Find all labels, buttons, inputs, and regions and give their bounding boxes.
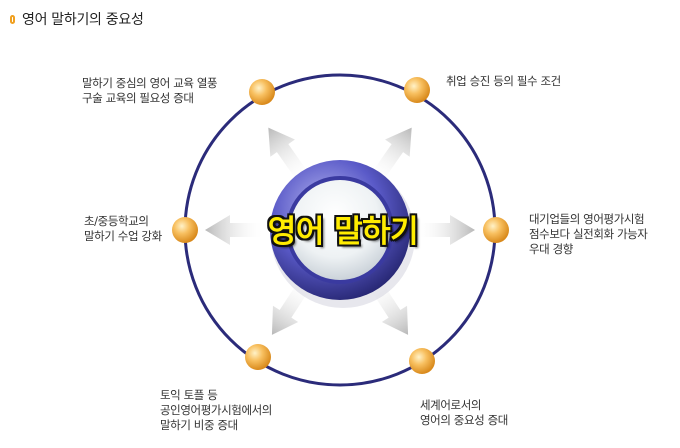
label-line: 말하기 수업 강화: [84, 229, 162, 243]
label-bottom-left: 토익 토플 등 공인영어평가시험에서의 말하기 비중 증대: [160, 388, 272, 433]
label-line: 초/중등학교의: [84, 214, 149, 228]
center-label: 영어 말하기: [267, 213, 419, 250]
label-line: 우대 경향: [529, 242, 573, 256]
label-line: 취업 승진 등의 필수 조건: [446, 74, 561, 88]
arrow-right: [415, 215, 475, 245]
node-right: [483, 217, 509, 243]
label-line: 대기업들의 영어평가시험: [529, 212, 645, 226]
node-bottom-left: [245, 344, 271, 370]
label-top-left: 말하기 중심의 영어 교육 열풍 구술 교육의 필요성 증대: [82, 76, 218, 106]
node-left: [172, 217, 198, 243]
label-line: 공인영어평가시험에서의: [160, 403, 272, 417]
label-line: 점수보다 실전회화 가능자: [529, 227, 648, 241]
nodes: [172, 77, 509, 374]
label-line: 구술 교육의 필요성 증대: [82, 91, 194, 105]
label-right: 대기업들의 영어평가시험 점수보다 실전회화 가능자 우대 경향: [529, 212, 648, 257]
label-bottom-right: 세계어로서의 영어의 중요성 증대: [420, 398, 508, 428]
arrow-up-left: [268, 127, 312, 185]
label-line: 토익 토플 등: [160, 388, 218, 402]
node-top-left: [249, 79, 275, 105]
label-top-right: 취업 승진 등의 필수 조건: [446, 74, 561, 89]
label-line: 말하기 비중 증대: [160, 418, 238, 432]
label-line: 영어의 중요성 증대: [420, 413, 508, 427]
arrow-up-right: [368, 127, 412, 185]
node-bottom-right: [409, 348, 435, 374]
section-title: 영어 말하기의 중요성: [22, 12, 144, 28]
section-header: 영어 말하기의 중요성: [10, 8, 144, 30]
node-top-right: [404, 77, 430, 103]
label-left: 초/중등학교의 말하기 수업 강화: [84, 214, 162, 244]
center-hub: [270, 160, 415, 308]
arrow-left: [205, 215, 265, 245]
label-line: 세계어로서의: [420, 398, 482, 412]
header-bullet-icon: [10, 14, 15, 24]
label-line: 말하기 중심의 영어 교육 열풍: [82, 76, 218, 90]
